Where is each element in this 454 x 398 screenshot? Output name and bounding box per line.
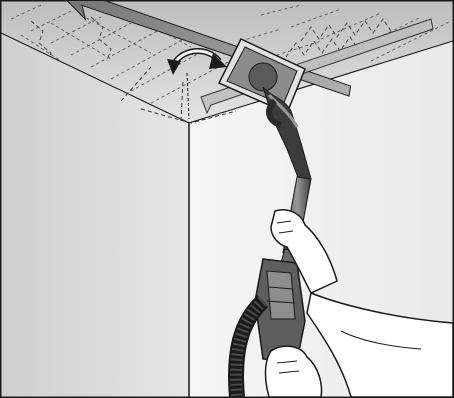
sander-illustration: [1, 1, 453, 397]
illustration-frame: [0, 0, 454, 398]
